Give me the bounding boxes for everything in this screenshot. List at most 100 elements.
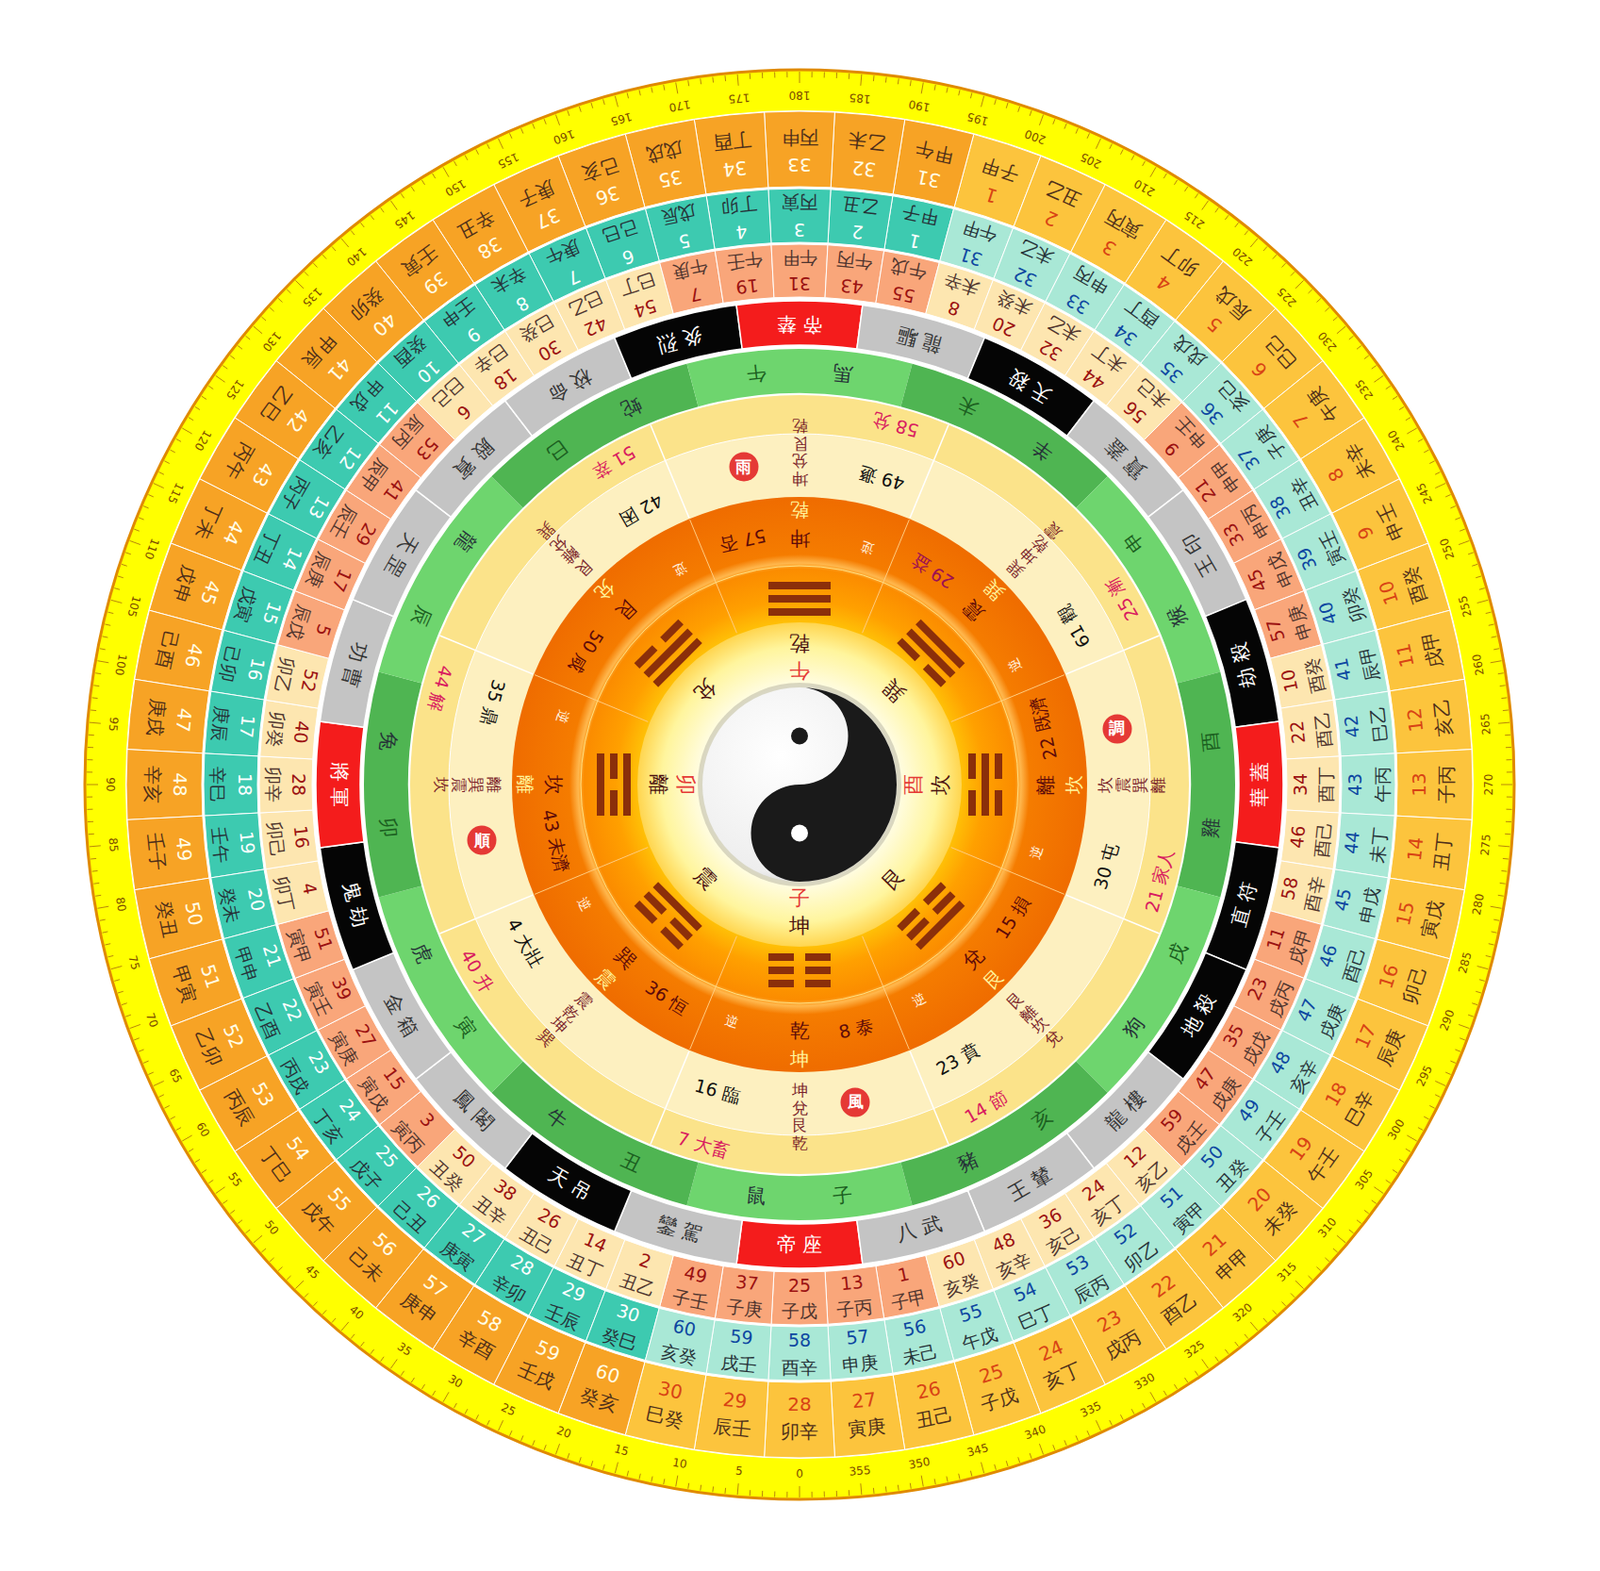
degree-tick <box>1458 1023 1469 1028</box>
degree-tick <box>1502 857 1509 860</box>
fenjin-cell <box>1286 756 1340 813</box>
yin-line <box>634 900 659 924</box>
yang-line <box>768 594 831 603</box>
degree-tick <box>1429 1105 1435 1108</box>
degree-tick <box>97 660 109 663</box>
degree-tick <box>188 417 194 421</box>
badge-circle: 雨 <box>728 451 759 482</box>
degree-tick <box>304 271 309 276</box>
degree-tick <box>253 326 263 334</box>
degree-tick <box>1142 161 1146 166</box>
degree-tick <box>873 1487 875 1494</box>
degree-tick <box>222 1200 228 1205</box>
degree-tick <box>1471 1003 1478 1006</box>
degree-tick <box>498 138 504 149</box>
sexagenary-label: 34 丁酉 <box>711 125 756 184</box>
yin-line <box>768 966 794 974</box>
degree-tick <box>295 1280 303 1288</box>
degree-tick <box>1491 636 1498 638</box>
degree-tick <box>237 1220 243 1224</box>
degree-tick <box>159 1094 165 1098</box>
fenjin-label: 25 子戊 <box>781 1272 818 1324</box>
degree-tick <box>443 166 449 177</box>
degree-number: 180 <box>789 88 811 102</box>
fenjin-cell <box>1281 809 1340 870</box>
fenjin-cell <box>714 1266 775 1325</box>
degree-tick <box>994 1464 997 1470</box>
sexagenary-cell <box>1376 610 1465 692</box>
sexagenary-label: 4 丁卯 <box>719 190 761 248</box>
degree-tick <box>1498 894 1504 897</box>
degree-tick <box>86 771 93 773</box>
sexagenary-label: 17 庚辰 <box>205 704 264 746</box>
degree-tick <box>1018 1456 1021 1463</box>
degree-number: 275 <box>1478 833 1494 857</box>
fenjin-cell <box>824 245 885 304</box>
band-edge <box>448 433 1151 1136</box>
degree-tick <box>215 375 226 382</box>
degree-tick <box>201 1169 207 1172</box>
degree-tick <box>567 110 570 116</box>
sexagenary-cell <box>892 1361 974 1450</box>
degree-tick <box>341 1321 349 1331</box>
degree-tick <box>1263 246 1268 251</box>
degree-tick <box>153 1080 165 1086</box>
badge-fill <box>728 452 759 482</box>
fenjin-cell <box>260 699 319 759</box>
degree-tick <box>724 75 726 82</box>
degree-tick <box>1454 1049 1461 1052</box>
fenjin-cell <box>265 860 330 924</box>
degree-tick <box>555 1443 560 1454</box>
degree-tick <box>909 1483 912 1489</box>
trigram-name: 離 <box>645 774 671 795</box>
sexagenary-label: 49 壬子 <box>140 828 199 873</box>
degree-tick <box>1349 1229 1354 1234</box>
badge-circle: 風 <box>840 1087 871 1118</box>
outer-hexagram-band <box>410 395 1189 1174</box>
trigram-partner: 坤 <box>790 525 810 549</box>
yang-line <box>981 753 990 816</box>
degree-tick <box>1087 1430 1089 1436</box>
degree-tick <box>1488 943 1495 945</box>
degree-tick <box>1418 1127 1423 1131</box>
degree-tick <box>97 906 109 908</box>
badge-text: 雨 <box>735 459 752 476</box>
sexagenary-cell <box>204 691 264 757</box>
degree-tick <box>93 882 99 885</box>
degree-tick <box>1184 186 1188 192</box>
degree-tick <box>1435 1080 1446 1086</box>
sexagenary-cell <box>1322 629 1388 700</box>
degree-tick <box>1490 906 1502 908</box>
degree-tick <box>380 1356 385 1362</box>
degree-tick <box>390 1358 397 1369</box>
yin-line <box>805 979 831 988</box>
degree-tick <box>1142 1402 1146 1408</box>
degree-tick <box>510 132 512 138</box>
yin-line <box>994 753 1003 779</box>
degree-tick <box>107 611 114 613</box>
degree-tick <box>1479 979 1485 982</box>
ring-gap <box>125 110 1474 1459</box>
sexagenary-label: 44 未丁 <box>1336 823 1394 865</box>
sexagenary-label: 14 丑丁 <box>1400 828 1459 873</box>
degree-tick <box>117 990 124 993</box>
degree-tick <box>1333 316 1338 321</box>
fenjin-cell <box>659 250 724 314</box>
sector-divider <box>534 675 648 723</box>
degree-tick <box>1184 1377 1188 1383</box>
degree-tick <box>370 1349 375 1354</box>
degree-tick <box>93 684 99 687</box>
degree-tick <box>1336 326 1346 334</box>
badge-text: 調 <box>1108 720 1125 737</box>
degree-tick <box>181 428 192 434</box>
sector-divider <box>951 847 1065 895</box>
degree-tick <box>432 173 436 179</box>
degree-tick <box>89 845 101 847</box>
sexagenary-cell <box>892 119 974 208</box>
degree-tick <box>1235 222 1239 228</box>
degree-tick <box>487 144 491 149</box>
degree-tick <box>970 1470 972 1477</box>
yin-yang-shadow <box>697 682 902 887</box>
degree-tick <box>92 870 99 873</box>
branch-animal: 子 <box>831 1183 855 1209</box>
